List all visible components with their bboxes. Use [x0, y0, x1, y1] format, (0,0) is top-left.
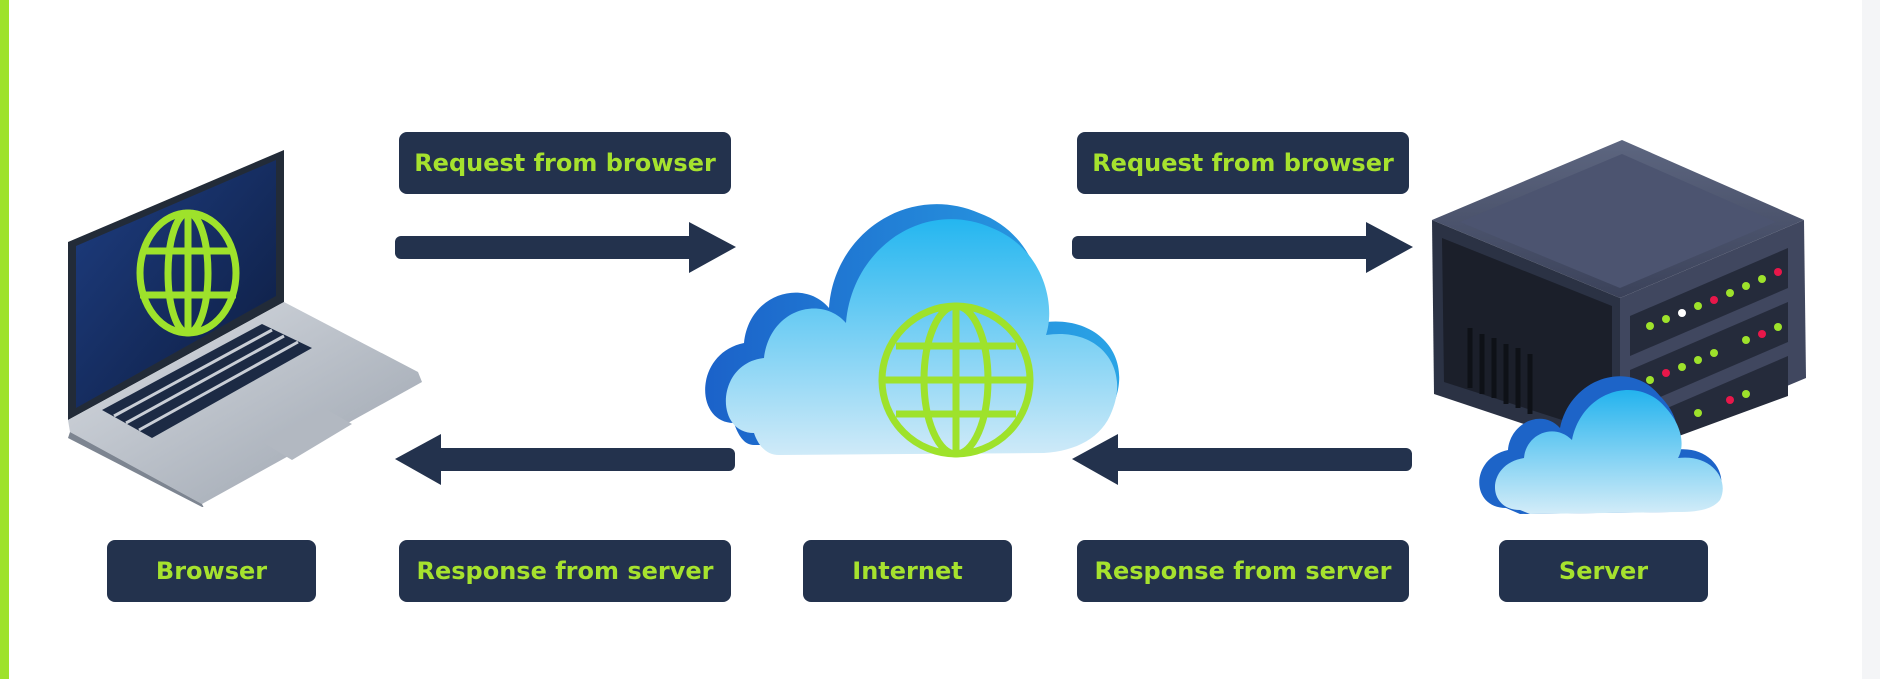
- server-icon: [1432, 140, 1806, 514]
- globe-icon: [878, 302, 1034, 458]
- request-label-left: Request from browser: [399, 132, 731, 194]
- arrow-left-icon: [395, 434, 735, 485]
- arrow-right-icon: [395, 222, 736, 273]
- arrow-left-icon: [1072, 434, 1412, 485]
- internet-label: Internet: [803, 540, 1012, 602]
- browser-label: Browser: [107, 540, 316, 602]
- scrollbar-track: [1862, 0, 1880, 679]
- globe-icon: [136, 209, 240, 337]
- response-label-left: Response from server: [399, 540, 731, 602]
- laptop-icon: [68, 150, 422, 507]
- request-label-right: Request from browser: [1077, 132, 1409, 194]
- response-label-right: Response from server: [1077, 540, 1409, 602]
- arrow-right-icon: [1072, 222, 1413, 273]
- server-label: Server: [1499, 540, 1708, 602]
- accent-bar: [0, 0, 9, 679]
